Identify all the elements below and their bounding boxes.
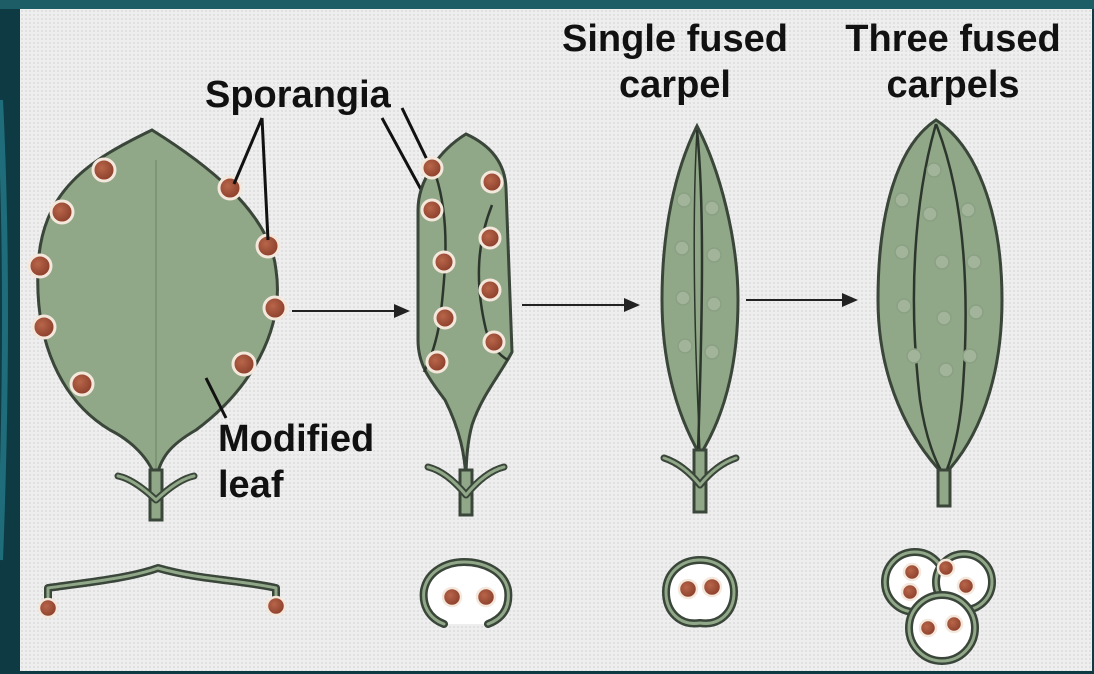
sporangium	[920, 620, 936, 636]
cross-section-folding	[424, 562, 509, 624]
sporangium	[482, 172, 502, 192]
sporangium	[219, 177, 241, 199]
sporangium	[427, 352, 447, 372]
sporangium	[422, 158, 442, 178]
sporangium	[484, 332, 504, 352]
sporangium	[39, 599, 57, 617]
three-carpels-stalk	[938, 470, 950, 506]
sporangium	[480, 228, 500, 248]
sporangium	[233, 353, 255, 375]
sporangium	[267, 597, 285, 615]
sporangium	[958, 578, 974, 594]
sporangium	[71, 373, 93, 395]
sporangium	[938, 560, 954, 576]
modified-leaf-label-line1: Modified	[218, 420, 374, 458]
sporangium	[435, 308, 455, 328]
sporangium	[33, 316, 55, 338]
sporangium	[477, 588, 495, 606]
sporangium	[422, 200, 442, 220]
sporangium	[946, 616, 962, 632]
modified-leaf-label-line2: leaf	[218, 466, 283, 504]
arrow-1	[292, 304, 410, 318]
single-fused-label-line2: carpel	[530, 66, 820, 104]
sporangium	[443, 588, 461, 606]
three-fused-carpels	[878, 120, 1002, 506]
sporangium	[434, 252, 454, 272]
sporangium	[904, 564, 920, 580]
sporangium	[703, 578, 721, 596]
sporangium	[480, 280, 500, 300]
three-fused-label-line1: Three fused	[818, 20, 1088, 58]
cross-section-single-carpel	[666, 560, 734, 623]
three-fused-label-line2: carpels	[818, 66, 1088, 104]
sporangium	[902, 584, 918, 600]
sporangia-label: Sporangia	[205, 76, 391, 114]
sporangium	[679, 580, 697, 598]
sporangium	[51, 201, 73, 223]
sporangium	[264, 297, 286, 319]
sporangium	[29, 255, 51, 277]
single-fused-carpel	[662, 126, 738, 512]
cross-section-three-carpels	[885, 552, 992, 661]
arrow-3	[746, 293, 858, 307]
cross-section-leaf	[39, 568, 285, 617]
sporangium	[93, 159, 115, 181]
single-fused-label-line1: Single fused	[530, 20, 820, 58]
arrow-2	[522, 298, 640, 312]
